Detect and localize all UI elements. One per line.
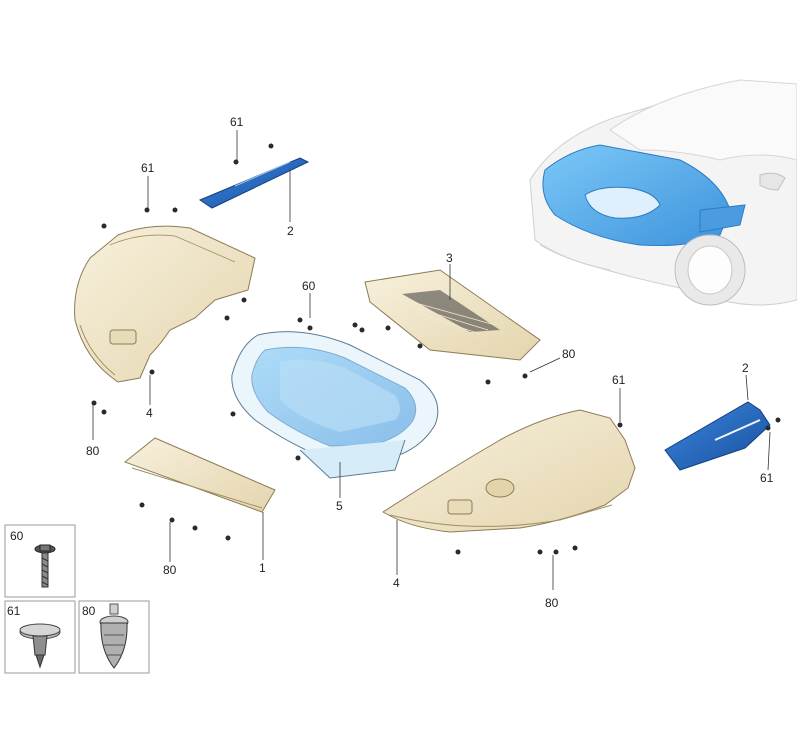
vent-grille [402, 290, 500, 332]
part-2-top-trim-strip [198, 157, 310, 209]
callout-61-right-top: 61 [612, 373, 626, 387]
callout-5: 5 [336, 499, 343, 513]
part-5-trunk-tub [231, 331, 439, 479]
callout-80-left: 80 [86, 444, 100, 458]
callout-3: 3 [446, 251, 453, 265]
callout-80-right-bottom: 80 [545, 596, 559, 610]
part-4-right-side-panel [382, 409, 636, 533]
part-4-left-side-panel [74, 225, 256, 383]
callout-60: 60 [302, 279, 316, 293]
vehicle-location-thumbnail [529, 79, 797, 306]
leader-lines [92, 130, 771, 590]
callout-2-top: 2 [287, 224, 294, 238]
callout-61-right-bottom: 61 [760, 471, 774, 485]
legend-80-label: 80 [82, 604, 96, 618]
callout-4-right: 4 [393, 576, 400, 590]
legend-61: 61 [4, 600, 76, 674]
push-rivet-icon [19, 623, 61, 669]
callout-61-left: 61 [141, 161, 155, 175]
callout-1: 1 [259, 561, 266, 575]
legend-80: 80 [78, 600, 150, 674]
callout-80-right: 80 [562, 347, 576, 361]
legend-61-label: 61 [7, 604, 21, 618]
callout-2-right: 2 [742, 361, 749, 375]
expanding-clip-icon [99, 603, 129, 669]
legend-60: 60 [4, 524, 76, 598]
fastener-marks [91, 143, 781, 555]
legend-60-label: 60 [10, 529, 24, 543]
flange-screw-icon [34, 544, 56, 588]
callout-80-bottom: 80 [163, 563, 177, 577]
callout-61-top: 61 [230, 115, 244, 129]
part-2-right-bracket [664, 401, 771, 471]
callout-4-left: 4 [146, 406, 153, 420]
part-1-lower-cover [123, 437, 276, 513]
part-3-upper-cover [364, 269, 541, 361]
